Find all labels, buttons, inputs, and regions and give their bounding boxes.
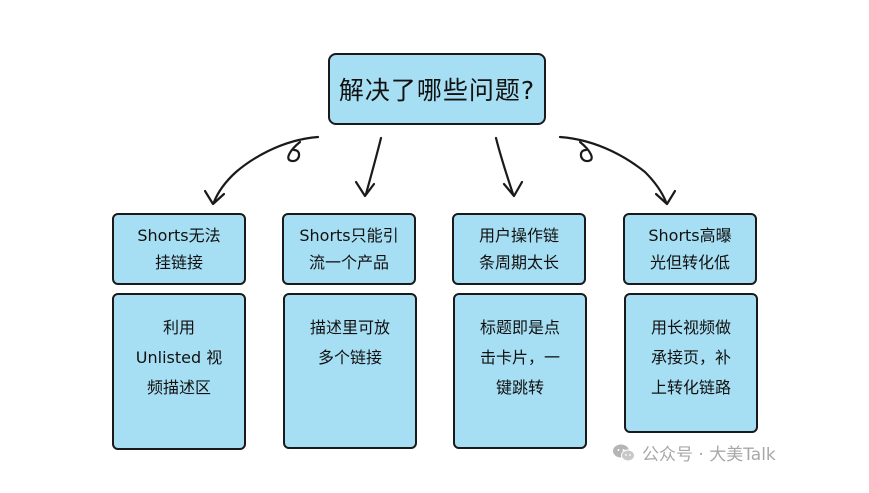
solution-4-line-1: 用长视频做 (650, 318, 731, 337)
problem-4-line-2: 光但转化低 (649, 253, 730, 272)
watermark: 公众号 · 大美Talk (612, 440, 776, 465)
solution-4-line-2: 承接页，补 (650, 348, 731, 367)
solution-3-line-1: 标题即是点 (479, 318, 560, 337)
solution-1-line-2: Unlisted 视 (135, 348, 223, 367)
problem-2-line-2: 流一个产品 (308, 253, 389, 272)
solution-1-line-1: 利用 (162, 318, 195, 337)
arrow-to-column-3 (494, 136, 515, 196)
problem-1-line-1: Shorts无法 (137, 226, 221, 245)
problem-3-line-1: 用户操作链 (478, 226, 559, 245)
solution-2-line-1: 描述里可放 (309, 318, 390, 337)
root-question-label: 解决了哪些问题? (338, 76, 536, 105)
solution-2-line-2: 多个链接 (317, 348, 382, 367)
solution-4-line-3: 上转化链路 (650, 378, 731, 397)
solution-1-line-3: 频描述区 (146, 378, 211, 397)
problem-1-line-2: 挂链接 (154, 253, 203, 272)
wechat-icon (613, 444, 635, 461)
solution-box-3: 标题即是点 击卡片，一 键跳转 (453, 293, 587, 449)
solution-box-1: 利用 Unlisted 视 频描述区 (112, 293, 246, 450)
root-question-box: 解决了哪些问题? (328, 53, 546, 125)
problem-3-line-2: 条周期太长 (478, 253, 559, 272)
arrow-to-column-2 (364, 136, 383, 196)
problem-box-1: Shorts无法 挂链接 (112, 213, 246, 285)
problem-box-4: Shorts高曝 光但转化低 (623, 213, 757, 285)
problem-4-line-1: Shorts高曝 (648, 226, 732, 245)
problem-box-2: Shorts只能引 流一个产品 (282, 213, 416, 285)
solution-box-4: 用长视频做 承接页，补 上转化链路 (624, 293, 758, 433)
solution-3-line-3: 键跳转 (495, 378, 544, 397)
solution-box-2: 描述里可放 多个链接 (283, 293, 417, 449)
watermark-text: 公众号 · 大美Talk (642, 445, 776, 465)
arrow-to-column-1 (212, 135, 320, 204)
problem-2-line-1: Shorts只能引 (299, 226, 399, 245)
problem-box-3: 用户操作链 条周期太长 (452, 213, 586, 285)
solution-3-line-2: 击卡片，一 (479, 348, 560, 367)
arrow-to-column-4 (558, 135, 668, 204)
